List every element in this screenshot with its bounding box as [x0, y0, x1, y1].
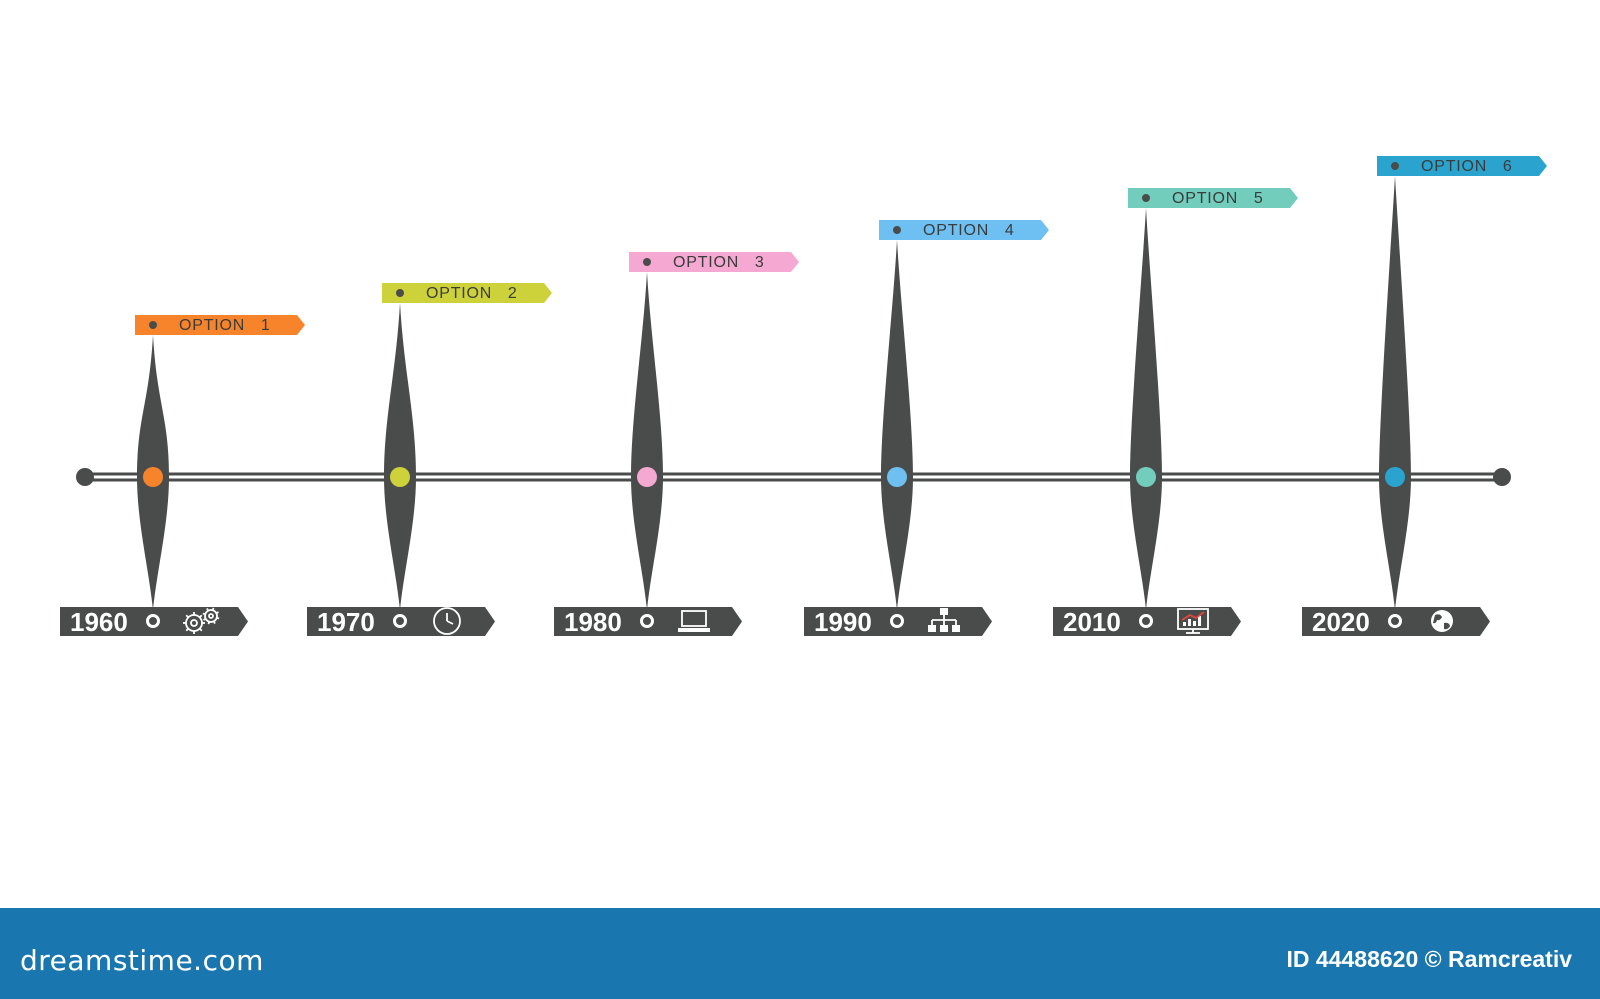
option-flag: [879, 220, 1049, 240]
hierarchy-icon: [928, 608, 960, 632]
option-label: OPTION 2: [426, 285, 518, 302]
option-flag-dot: [893, 226, 901, 234]
year-ring-icon: [1388, 614, 1402, 628]
year-label: 2010: [1063, 607, 1121, 637]
option-label: OPTION 3: [673, 254, 765, 271]
timeline-marker-dot: [390, 467, 410, 487]
chart-monitor-icon: [1177, 608, 1209, 634]
timeline-spike: [1130, 208, 1162, 610]
footer-logo[interactable]: dreamstime.com: [20, 944, 264, 977]
year-ring-icon: [393, 614, 407, 628]
timeline-spike: [881, 240, 913, 610]
option-flag-dot: [396, 289, 404, 297]
timeline-spike: [631, 272, 663, 610]
year-ring-icon: [640, 614, 654, 628]
option-flag-dot: [1142, 194, 1150, 202]
option-flag-dot: [1391, 162, 1399, 170]
gears-icon: [183, 607, 220, 634]
timeline-item: OPTION 4 1990: [804, 220, 1049, 637]
timeline-marker-dot: [637, 467, 657, 487]
year-ring-icon: [1139, 614, 1153, 628]
option-flag-dot: [643, 258, 651, 266]
option-label: OPTION 5: [1172, 190, 1264, 207]
timeline-item: OPTION 3 1980: [554, 252, 799, 637]
option-label: OPTION 1: [179, 317, 271, 334]
globe-icon: [1431, 610, 1453, 632]
timeline-axis: [76, 468, 1511, 486]
timeline-item: OPTION 5 2010: [1053, 188, 1298, 637]
year-label: 2020: [1312, 607, 1370, 637]
option-flag: [1128, 188, 1298, 208]
option-flag: [1377, 156, 1547, 176]
year-label: 1960: [70, 607, 128, 637]
timeline-item: OPTION 1 1960: [60, 315, 305, 637]
option-flag: [629, 252, 799, 272]
year-ring-icon: [890, 614, 904, 628]
clock-icon: [433, 607, 461, 635]
timeline-spike: [384, 303, 416, 610]
option-flag: [135, 315, 305, 335]
timeline-marker-dot: [143, 467, 163, 487]
year-label: 1970: [317, 607, 375, 637]
footer-credit: ID 44488620 © Ramcreativ: [1286, 946, 1572, 972]
timeline-spike: [1379, 176, 1411, 610]
timeline-item: OPTION 6 2020: [1302, 156, 1547, 637]
timeline-marker-dot: [1385, 467, 1405, 487]
timeline-item: OPTION 2 1970: [307, 283, 552, 637]
timeline-marker-dot: [1136, 467, 1156, 487]
option-flag: [382, 283, 552, 303]
laptop-icon: [678, 610, 710, 632]
axis-end-dot: [1493, 468, 1511, 486]
timeline-marker-dot: [887, 467, 907, 487]
option-label: OPTION 4: [923, 222, 1015, 239]
year-label: 1990: [814, 607, 872, 637]
option-label: OPTION 6: [1421, 158, 1513, 175]
year-tag: [307, 607, 495, 636]
axis-start-dot: [76, 468, 94, 486]
year-ring-icon: [146, 614, 160, 628]
year-label: 1980: [564, 607, 622, 637]
option-flag-dot: [149, 321, 157, 329]
footer-bar: dreamstime.com ID 44488620 © Ramcreativ: [0, 908, 1600, 999]
